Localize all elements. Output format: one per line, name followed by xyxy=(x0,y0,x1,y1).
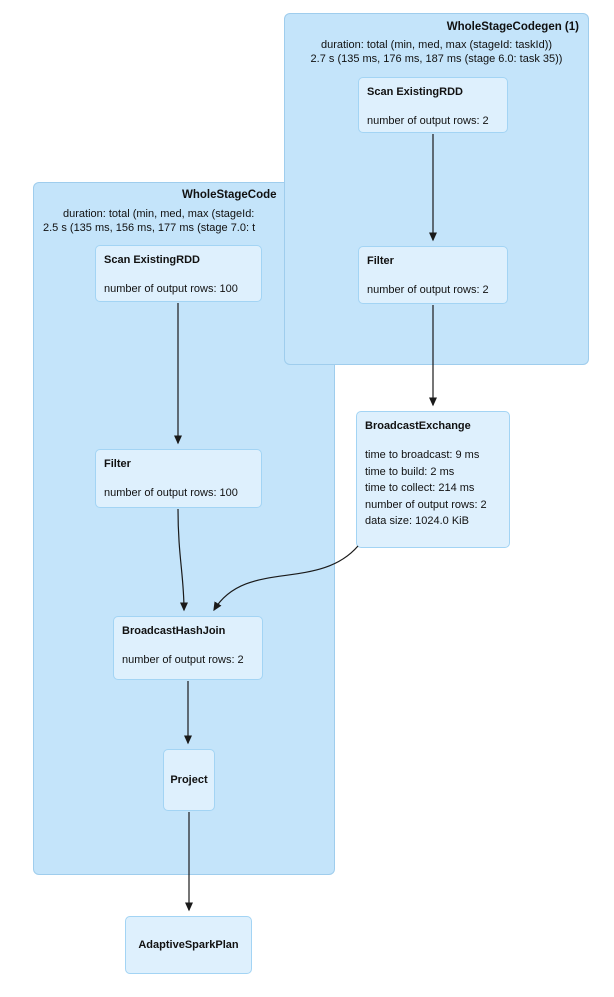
cluster-wholestagecodegen-1: WholeStageCodegen (1) duration: total (m… xyxy=(284,13,589,365)
node-metric: data size: 1024.0 KiB xyxy=(365,515,469,527)
node-title: Filter xyxy=(104,458,131,470)
cluster-2-duration-label: duration: total (min, med, max (stageId: xyxy=(63,208,255,220)
node-title: BroadcastHashJoin xyxy=(122,625,226,637)
node-title: BroadcastExchange xyxy=(365,420,471,432)
node-title: Filter xyxy=(367,255,394,267)
node-project[interactable]: Project xyxy=(163,749,215,811)
node-metric: number of output rows: 2 xyxy=(367,284,489,296)
cluster-1-duration-label: duration: total (min, med, max (stageId:… xyxy=(320,39,553,51)
node-scan-existingrdd-2[interactable]: Scan ExistingRDD number of output rows: … xyxy=(95,245,262,302)
node-metric: time to collect: 214 ms xyxy=(365,482,475,494)
node-title: Project xyxy=(170,773,208,786)
node-scan-existingrdd-1[interactable]: Scan ExistingRDD number of output rows: … xyxy=(358,77,508,133)
node-metric: number of output rows: 2 xyxy=(365,498,487,511)
node-title: Scan ExistingRDD xyxy=(367,86,463,98)
node-metric: time to broadcast: 9 ms xyxy=(365,449,480,461)
cluster-1-duration-value: 2.7 s (135 ms, 176 ms, 187 ms (stage 6.0… xyxy=(310,52,563,65)
node-title: AdaptiveSparkPlan xyxy=(138,938,239,951)
cluster-2-title: WholeStageCode xyxy=(182,189,277,201)
node-title: Scan ExistingRDD xyxy=(104,254,200,266)
node-metric: number of output rows: 100 xyxy=(104,283,238,295)
node-metric: number of output rows: 100 xyxy=(104,487,238,499)
cluster-2-duration-value: 2.5 s (135 ms, 156 ms, 177 ms (stage 7.0… xyxy=(43,221,256,234)
node-broadcast-exchange[interactable]: BroadcastExchange time to broadcast: 9 m… xyxy=(356,411,510,548)
node-metric-list: time to broadcast: 9 ms time to build: 2… xyxy=(365,447,501,530)
node-broadcast-hash-join[interactable]: BroadcastHashJoin number of output rows:… xyxy=(113,616,263,680)
node-adaptive-spark-plan[interactable]: AdaptiveSparkPlan xyxy=(125,916,252,974)
node-metric: number of output rows: 2 xyxy=(122,654,244,666)
cluster-1-title: WholeStageCodegen (1) xyxy=(446,21,579,33)
node-metric: number of output rows: 2 xyxy=(367,115,489,127)
node-metric: time to build: 2 ms xyxy=(365,465,455,478)
node-filter-2[interactable]: Filter number of output rows: 100 xyxy=(95,449,262,508)
node-filter-1[interactable]: Filter number of output rows: 2 xyxy=(358,246,508,304)
